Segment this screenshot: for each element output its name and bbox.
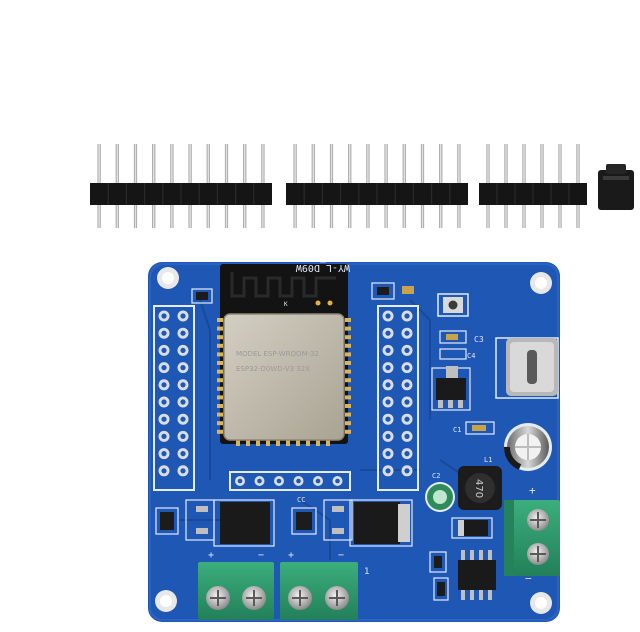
module-text-line-2: ESP32-D0WD-V3 32X [236,365,310,373]
module-pad [217,404,223,408]
inductor-l1: L1 470 [458,456,502,510]
module-pad [306,440,310,446]
label-c4: C4 [467,352,475,360]
pin-header-10-pin-a [90,144,272,228]
pin-header-6-pin [479,144,587,228]
label-minus-main: − [525,572,532,585]
output-terminal-1: + − [198,550,274,620]
left-pin-pads [158,310,189,477]
module-pad [246,440,250,446]
label-plus-main: + [529,484,536,497]
pin-header-10-pin-b [286,144,468,228]
module-pad [217,343,223,348]
jumper-cap [598,164,634,210]
inductor-marking: 470 [473,479,484,498]
module-pad [345,361,351,365]
label-l1: L1 [484,456,492,464]
module-pad [276,440,280,446]
usb-c-connector [495,337,559,399]
module-pad [217,429,223,434]
module-pad [345,404,351,408]
svg-text:K: K [284,301,288,308]
module-pad [345,421,351,426]
module-pad [326,440,330,446]
output-terminal-2: + − 1 [280,550,369,620]
right-pin-pads [382,310,413,477]
module-pad [345,369,351,374]
label-out1-plus: + [208,550,214,561]
module-pad [345,343,351,348]
module-pad [345,352,351,357]
module-pad [217,361,223,365]
module-pad [217,318,223,322]
power-input-terminal: + − [504,484,560,585]
board-code-label: WY-L_D09W [295,262,350,273]
module-pad [345,429,351,434]
driver-ic-soic [429,550,496,601]
left-pin-row-outline [153,305,195,491]
module-text-line-1: MODEL ESP-WROOM-32 [236,350,319,358]
capacitor-c2: C2 [425,472,455,512]
smd-parts-top [191,282,414,304]
capacitor-c1: C1 [453,421,495,435]
module-pad [217,369,223,374]
module-pad [217,395,223,400]
module-pad [217,378,223,383]
diode-smd [451,517,493,539]
voltage-regulator [431,366,471,411]
mosfet-1 [185,499,275,547]
module-pad [217,421,223,426]
right-pin-row-outline [377,305,419,491]
label-c1: C1 [453,426,461,434]
label-c2: C2 [432,472,440,480]
capacitor-c3-c4: C3 C4 [439,330,484,360]
module-pad [217,412,223,417]
module-pad [345,395,351,400]
esp32-module: K MODEL ESP-WROOM-32 ESP32-D0WD-V3 32X [217,264,351,446]
module-pad [286,440,290,446]
module-pad [345,386,351,391]
reset-button-component [437,293,469,317]
module-pad [345,318,351,322]
module-pad [217,335,223,340]
label-out2-minus: − [338,550,344,561]
label-out1-minus: − [258,550,264,561]
module-pad [217,326,223,331]
module-pad [345,326,351,331]
label-out2-plus: + [288,550,294,561]
bottom-pin-row-outline [229,471,351,491]
bottom-pin-pads [235,476,343,486]
label-c3: C3 [474,335,484,344]
module-pad [217,352,223,357]
module-castellated-pads [217,318,351,446]
mounting-holes [155,267,552,614]
module-shield-can [223,313,345,441]
module-pad [236,440,240,446]
label-out2-number: 1 [364,567,369,577]
module-pad [296,440,300,446]
electrolytic-capacitor-large [504,423,552,471]
module-pad [266,440,270,446]
module-pad [316,440,320,446]
module-pad [345,378,351,383]
module-pad [256,440,260,446]
module-pad [345,335,351,340]
label-cc: CC [297,496,305,504]
module-pad [345,412,351,417]
module-pad [217,386,223,391]
gate-driver-chips: CC [155,496,317,535]
mosfet-2 [323,499,413,547]
